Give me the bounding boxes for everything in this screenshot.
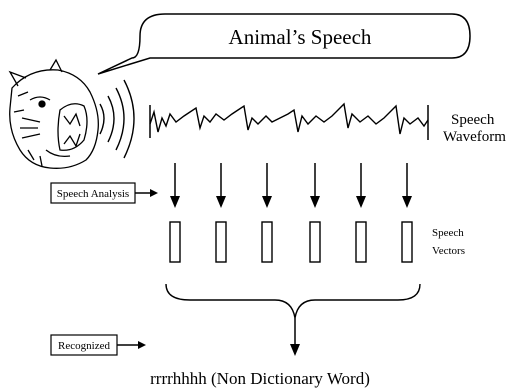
down-arrow [402, 163, 412, 208]
grouping-brace [165, 283, 421, 319]
speech-vectors [169, 221, 413, 263]
speech-vector [215, 221, 227, 263]
vectors-label-line2: Vectors [432, 245, 465, 257]
speech-analysis-label: Speech Analysis [57, 188, 129, 200]
down-arrow [356, 163, 366, 208]
speech-vector [401, 221, 413, 263]
speech-vector [309, 221, 321, 263]
speech-vector [261, 221, 273, 263]
waveform-label-line1: Speech [451, 112, 495, 128]
recognized-label: Recognized [58, 340, 110, 352]
down-arrow [216, 163, 226, 208]
tiger-head-icon [8, 58, 99, 169]
speech-vector [355, 221, 367, 263]
speech-analysis-box: Speech Analysis [50, 182, 158, 204]
down-arrow [170, 163, 180, 208]
speech-bubble: Animal’s Speech [97, 13, 471, 75]
speech-vector [169, 221, 181, 263]
waveform-label-line2: Waveform [443, 129, 506, 145]
down-arrow [310, 163, 320, 208]
waveform-arrows [170, 163, 412, 208]
down-arrow [262, 163, 272, 208]
recognized-box: Recognized [50, 334, 146, 356]
speech-bubble-text: Animal’s Speech [229, 25, 372, 49]
output-arrow [290, 318, 300, 356]
speech-waveform [149, 102, 429, 140]
sound-waves-icon [99, 79, 135, 159]
recognized-output-text: rrrrhhhh (Non Dictionary Word) [150, 369, 370, 388]
vectors-label-line1: Speech [432, 227, 464, 239]
